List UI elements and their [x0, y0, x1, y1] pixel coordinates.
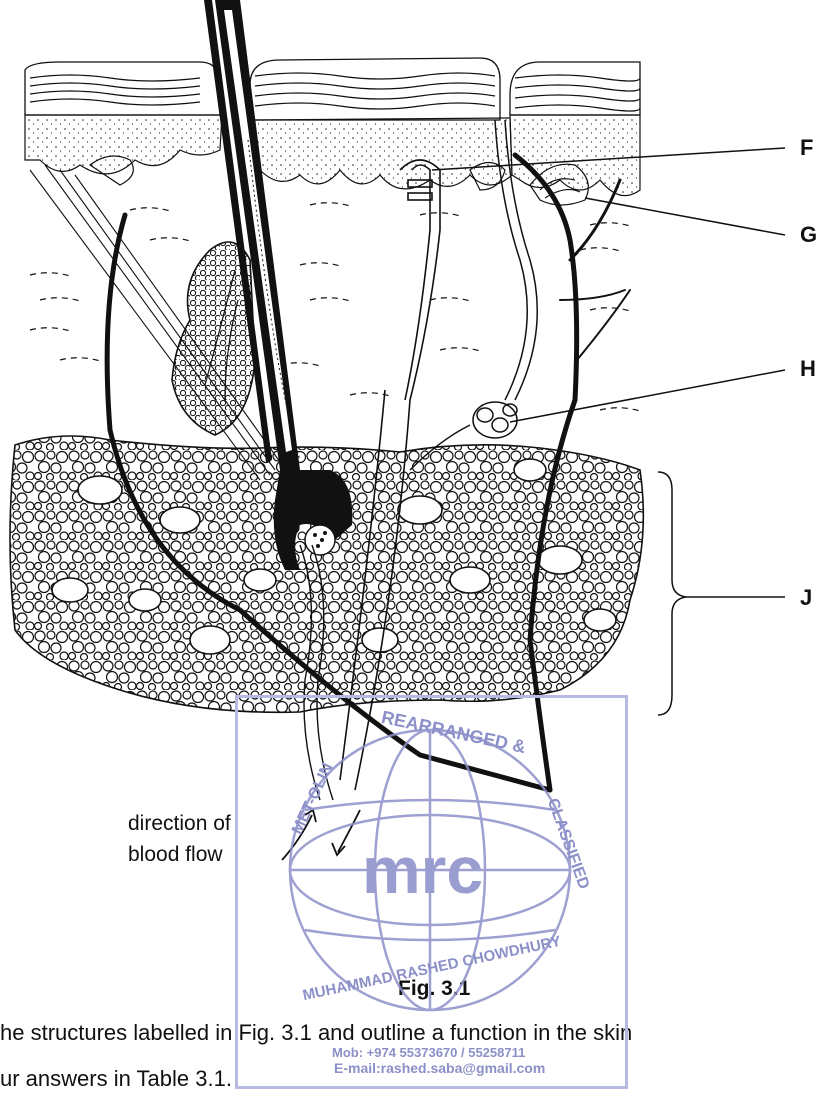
label-F: F	[800, 135, 813, 161]
watermark-mobile: Mob: +974 55373670 / 55258711	[332, 1045, 525, 1060]
adipose-layer	[0, 420, 660, 720]
leader-line-G	[585, 198, 785, 235]
watermark-email: E-mail:rashed.saba@gmail.com	[334, 1060, 545, 1076]
label-J: J	[800, 585, 812, 611]
leader-line-H	[510, 370, 785, 422]
blood-flow-label-line2: blood flow	[128, 843, 223, 867]
watermark-logo-text: mrc	[362, 832, 483, 908]
question-line-2: ur answers in Table 3.1.	[0, 1066, 232, 1092]
question-line-1: he structures labelled in Fig. 3.1 and o…	[0, 1020, 632, 1046]
blood-flow-label-line1: direction of	[128, 812, 231, 836]
epidermis-layer	[25, 58, 640, 120]
label-G: G	[800, 222, 817, 248]
label-H: H	[800, 356, 816, 382]
brace-J	[658, 472, 686, 715]
